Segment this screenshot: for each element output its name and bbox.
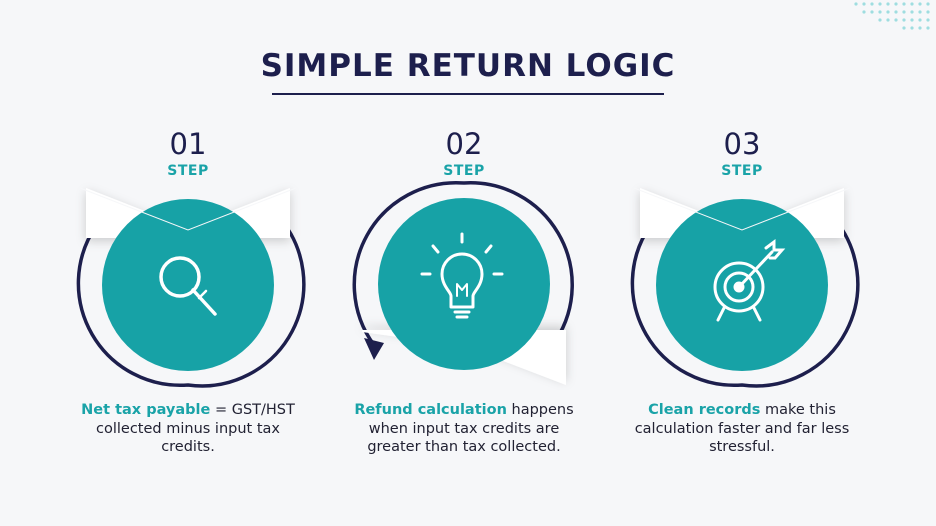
- step-circle: [378, 198, 550, 370]
- arrowhead: [364, 338, 384, 360]
- step-2-graphic: [352, 180, 574, 385]
- page-title: SIMPLE RETURN LOGIC: [260, 48, 676, 84]
- cycle-arrow: [630, 213, 860, 388]
- magnifier-icon: [159, 256, 217, 316]
- step-1-label: STEP: [167, 163, 209, 179]
- step-2-text: happens when input tax credits are great…: [367, 402, 574, 455]
- target-icon: [713, 239, 786, 322]
- step-3-label: STEP: [721, 163, 763, 179]
- step-1-number: 01: [169, 127, 207, 161]
- lightbulb-icon: [420, 232, 504, 319]
- step-3-text: make this calculation faster and far les…: [634, 402, 850, 455]
- step-1-graphic: [76, 187, 306, 388]
- cycle-arrow: [76, 213, 306, 388]
- step-1-description: Net tax payable = GST/HST collected minu…: [73, 401, 303, 457]
- cycle-arrow: [352, 180, 574, 347]
- step-2-highlight: Refund calculation: [354, 402, 507, 418]
- title-underline: [272, 93, 664, 95]
- step-2-label: STEP: [443, 163, 485, 179]
- step-2-description: Refund calculation happens when input ta…: [349, 401, 579, 457]
- step-circle: [102, 199, 274, 371]
- step-3-number: 03: [723, 127, 761, 161]
- step-3-highlight: Clean records: [648, 402, 761, 418]
- step-1-highlight: Net tax payable: [81, 402, 211, 418]
- step-2-number: 02: [445, 127, 483, 161]
- decorative-dot-grid: [854, 2, 930, 30]
- step-3-graphic: [630, 187, 860, 388]
- step-1-text: = GST/HST collected minus input tax cred…: [96, 402, 295, 455]
- step-3-description: Clean records make this calculation fast…: [627, 401, 857, 457]
